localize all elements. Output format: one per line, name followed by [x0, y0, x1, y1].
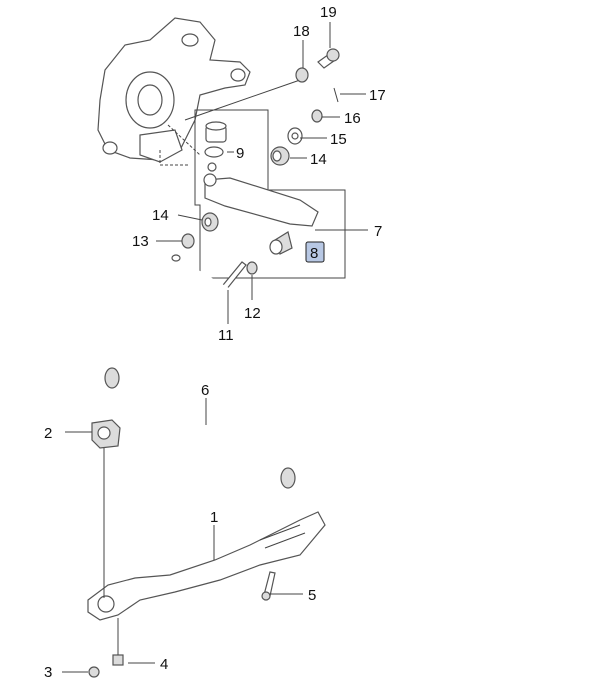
label-1[interactable]: 1 — [210, 509, 218, 526]
label-17[interactable]: 17 — [369, 87, 386, 104]
label-5[interactable]: 5 — [308, 587, 316, 604]
label-12[interactable]: 12 — [244, 305, 261, 322]
label-19[interactable]: 19 — [320, 4, 337, 21]
label-7[interactable]: 7 — [374, 223, 382, 240]
bolt-19 — [317, 48, 340, 69]
label-16[interactable]: 16 — [344, 110, 361, 127]
label-4[interactable]: 4 — [160, 656, 168, 673]
leader-lines — [62, 22, 368, 673]
bushing-14-lower — [201, 212, 219, 232]
bolt-4 — [112, 654, 124, 666]
steering-knuckle — [97, 17, 251, 163]
washer-13 — [181, 233, 195, 249]
label-2[interactable]: 2 — [44, 425, 52, 442]
control-arm — [203, 162, 319, 227]
nut-16 — [311, 109, 323, 123]
stabilizer-bar — [84, 254, 522, 499]
ball-joint-boot — [204, 121, 227, 158]
stabilizer-bushing-2 — [91, 419, 121, 449]
label-15[interactable]: 15 — [330, 131, 347, 148]
label-9[interactable]: 9 — [236, 145, 244, 162]
bushing-8 — [269, 231, 293, 255]
label-6[interactable]: 6 — [201, 382, 209, 399]
washer-18 — [295, 67, 309, 83]
cotter-pin-17 — [333, 87, 339, 103]
nut-3 — [88, 666, 100, 678]
bushing-14-upper — [270, 146, 290, 166]
label-18[interactable]: 18 — [293, 23, 310, 40]
label-13[interactable]: 13 — [132, 233, 149, 250]
label-14-lower[interactable]: 14 — [152, 207, 169, 224]
group-7-outline — [194, 109, 346, 279]
label-14-upper[interactable]: 14 — [310, 151, 327, 168]
washer-15 — [287, 127, 303, 145]
bolt-5 — [261, 571, 276, 601]
highlight-box-8 — [305, 241, 325, 263]
label-8[interactable]: 8 — [310, 245, 318, 262]
label-11[interactable]: 11 — [218, 327, 234, 344]
washer-12 — [246, 261, 258, 275]
label-3[interactable]: 3 — [44, 664, 52, 678]
crossmember-1 — [87, 511, 326, 621]
